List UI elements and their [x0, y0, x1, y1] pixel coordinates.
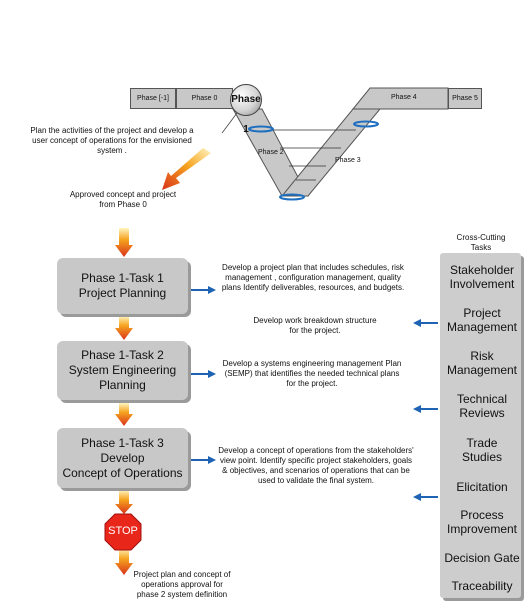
- cc-item-traceability: Traceability: [451, 579, 513, 593]
- approved-note: Approved concept and project from Phase …: [69, 190, 177, 209]
- wbs-description: Develop work breakdown structure for the…: [253, 316, 377, 335]
- task-1-box: Phase 1-Task 1 Project Planning: [57, 258, 188, 314]
- task-3-line1: Phase 1-Task 3: [81, 435, 164, 450]
- task-2-description: Develop a systems engineering management…: [222, 359, 402, 388]
- cc-item-stakeholder: Stakeholder Involvement: [449, 263, 515, 291]
- cc-item-risk-management: Risk Management: [446, 349, 518, 377]
- phase-1-ball: Phase 1: [230, 84, 262, 135]
- phase-4-label: Phase 4: [391, 94, 417, 101]
- task-2-box: Phase 1-Task 2 System Engineering Planni…: [57, 341, 188, 400]
- cc-item-technical-reviews: Technical Reviews: [456, 392, 508, 420]
- final-approval-note: Project plan and concept of operations a…: [133, 570, 231, 599]
- task-2-line2: System Engineering: [68, 363, 177, 377]
- flow-arrows-vertical: [115, 228, 133, 575]
- phase-5-box: Phase 5: [448, 88, 482, 109]
- stop-sign-label: STOP: [108, 525, 138, 537]
- cc-item-project-management: Project Management: [446, 306, 518, 334]
- task-1-line1: Phase 1-Task 1: [81, 271, 164, 285]
- cc-item-process-improvement: Process Improvement: [446, 508, 518, 536]
- phase-0-box: Phase 0: [176, 88, 233, 109]
- task-3-description: Develop a concept of operations from the…: [218, 446, 414, 485]
- task-1-line2: Project Planning: [78, 286, 167, 300]
- stop-sign-shape: [104, 513, 142, 551]
- task-2-line3: Planning: [99, 378, 146, 392]
- vee-rings: [248, 120, 379, 201]
- cross-cutting-title: Cross-Cutting Tasks: [456, 233, 506, 252]
- vee-rungs: [271, 129, 356, 181]
- task-2-line1: Phase 1-Task 2: [81, 348, 164, 362]
- task-3-line3: Concept of Operations: [62, 465, 183, 480]
- cc-item-decision-gate: Decision Gate: [444, 551, 520, 565]
- phase-minus1-box: Phase [-1]: [130, 88, 176, 109]
- blue-arrows-left: [413, 319, 438, 501]
- phase-2-label: Phase 2: [258, 149, 284, 156]
- cross-cutting-panel: [440, 253, 521, 598]
- blue-arrows-right: [190, 286, 216, 464]
- task-1-description: Develop a project plan that includes sch…: [221, 263, 405, 292]
- task-3-box: Phase 1-Task 3 Develop Concept of Operat…: [57, 428, 188, 488]
- cc-item-elicitation: Elicitation: [456, 480, 508, 494]
- phase-1-label: Phase 1: [231, 94, 261, 135]
- vee-right-band: [351, 87, 449, 110]
- plan-activities-note: Plan the activities of the project and d…: [30, 126, 194, 155]
- phase-3-label: Phase 3: [335, 157, 361, 164]
- flow-arrow-1: [162, 148, 211, 190]
- cc-item-trade-studies: Trade Studies: [461, 436, 503, 464]
- task-3-line2: Develop: [100, 450, 145, 465]
